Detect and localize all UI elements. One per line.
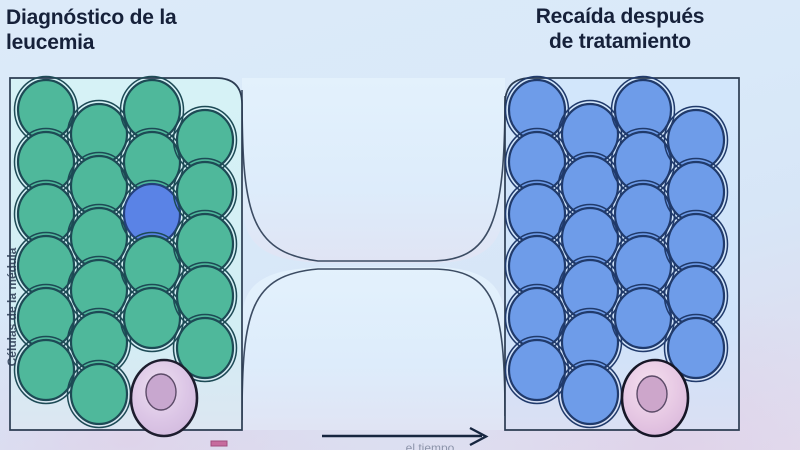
relapse-cell: [663, 313, 729, 383]
relapse-cell: [557, 359, 623, 429]
leukemia-cell: [119, 75, 185, 145]
relapse-cell-column-4: [663, 105, 729, 383]
relapse-cell: [504, 231, 570, 301]
leukemia-cell: [172, 209, 238, 279]
page-title-left: Diagnóstico de la leucemia: [6, 6, 177, 54]
page-title-right: Recaída después de tratamiento: [535, 5, 705, 53]
axis-label-vertical: Células de la médula: [5, 247, 19, 367]
relapse-cell-column-2: [557, 99, 623, 429]
blue-cell[interactable]: [119, 179, 185, 249]
time-arrow: [322, 426, 489, 447]
leukemia-cell-column-4: [172, 105, 238, 383]
relapse-cell: [610, 127, 676, 197]
time-arrow-caption: el tiempo: [405, 441, 455, 450]
leukemia-cell-column-2: [66, 99, 132, 429]
leukemia-cell: [172, 313, 238, 383]
leukemia-cell: [13, 335, 79, 405]
relapse-cell: [610, 283, 676, 353]
relapse-cell-column-3: [610, 75, 676, 353]
diagnosis-panel[interactable]: [9, 75, 243, 438]
leukemia-cell: [119, 283, 185, 353]
bone-marrow-cell[interactable]: [129, 358, 199, 438]
relapse-panel[interactable]: [504, 75, 740, 438]
relapse-cell: [610, 75, 676, 145]
leukemia-cell: [66, 359, 132, 429]
leukemia-cell-column-3: [119, 75, 185, 353]
leukemia-cell: [119, 127, 185, 197]
bone-marrow-cell[interactable]: [620, 358, 690, 438]
hourglass-connector: [241, 78, 506, 430]
pink-marker: [210, 440, 228, 447]
relapse-cell-column-1: [504, 75, 570, 405]
